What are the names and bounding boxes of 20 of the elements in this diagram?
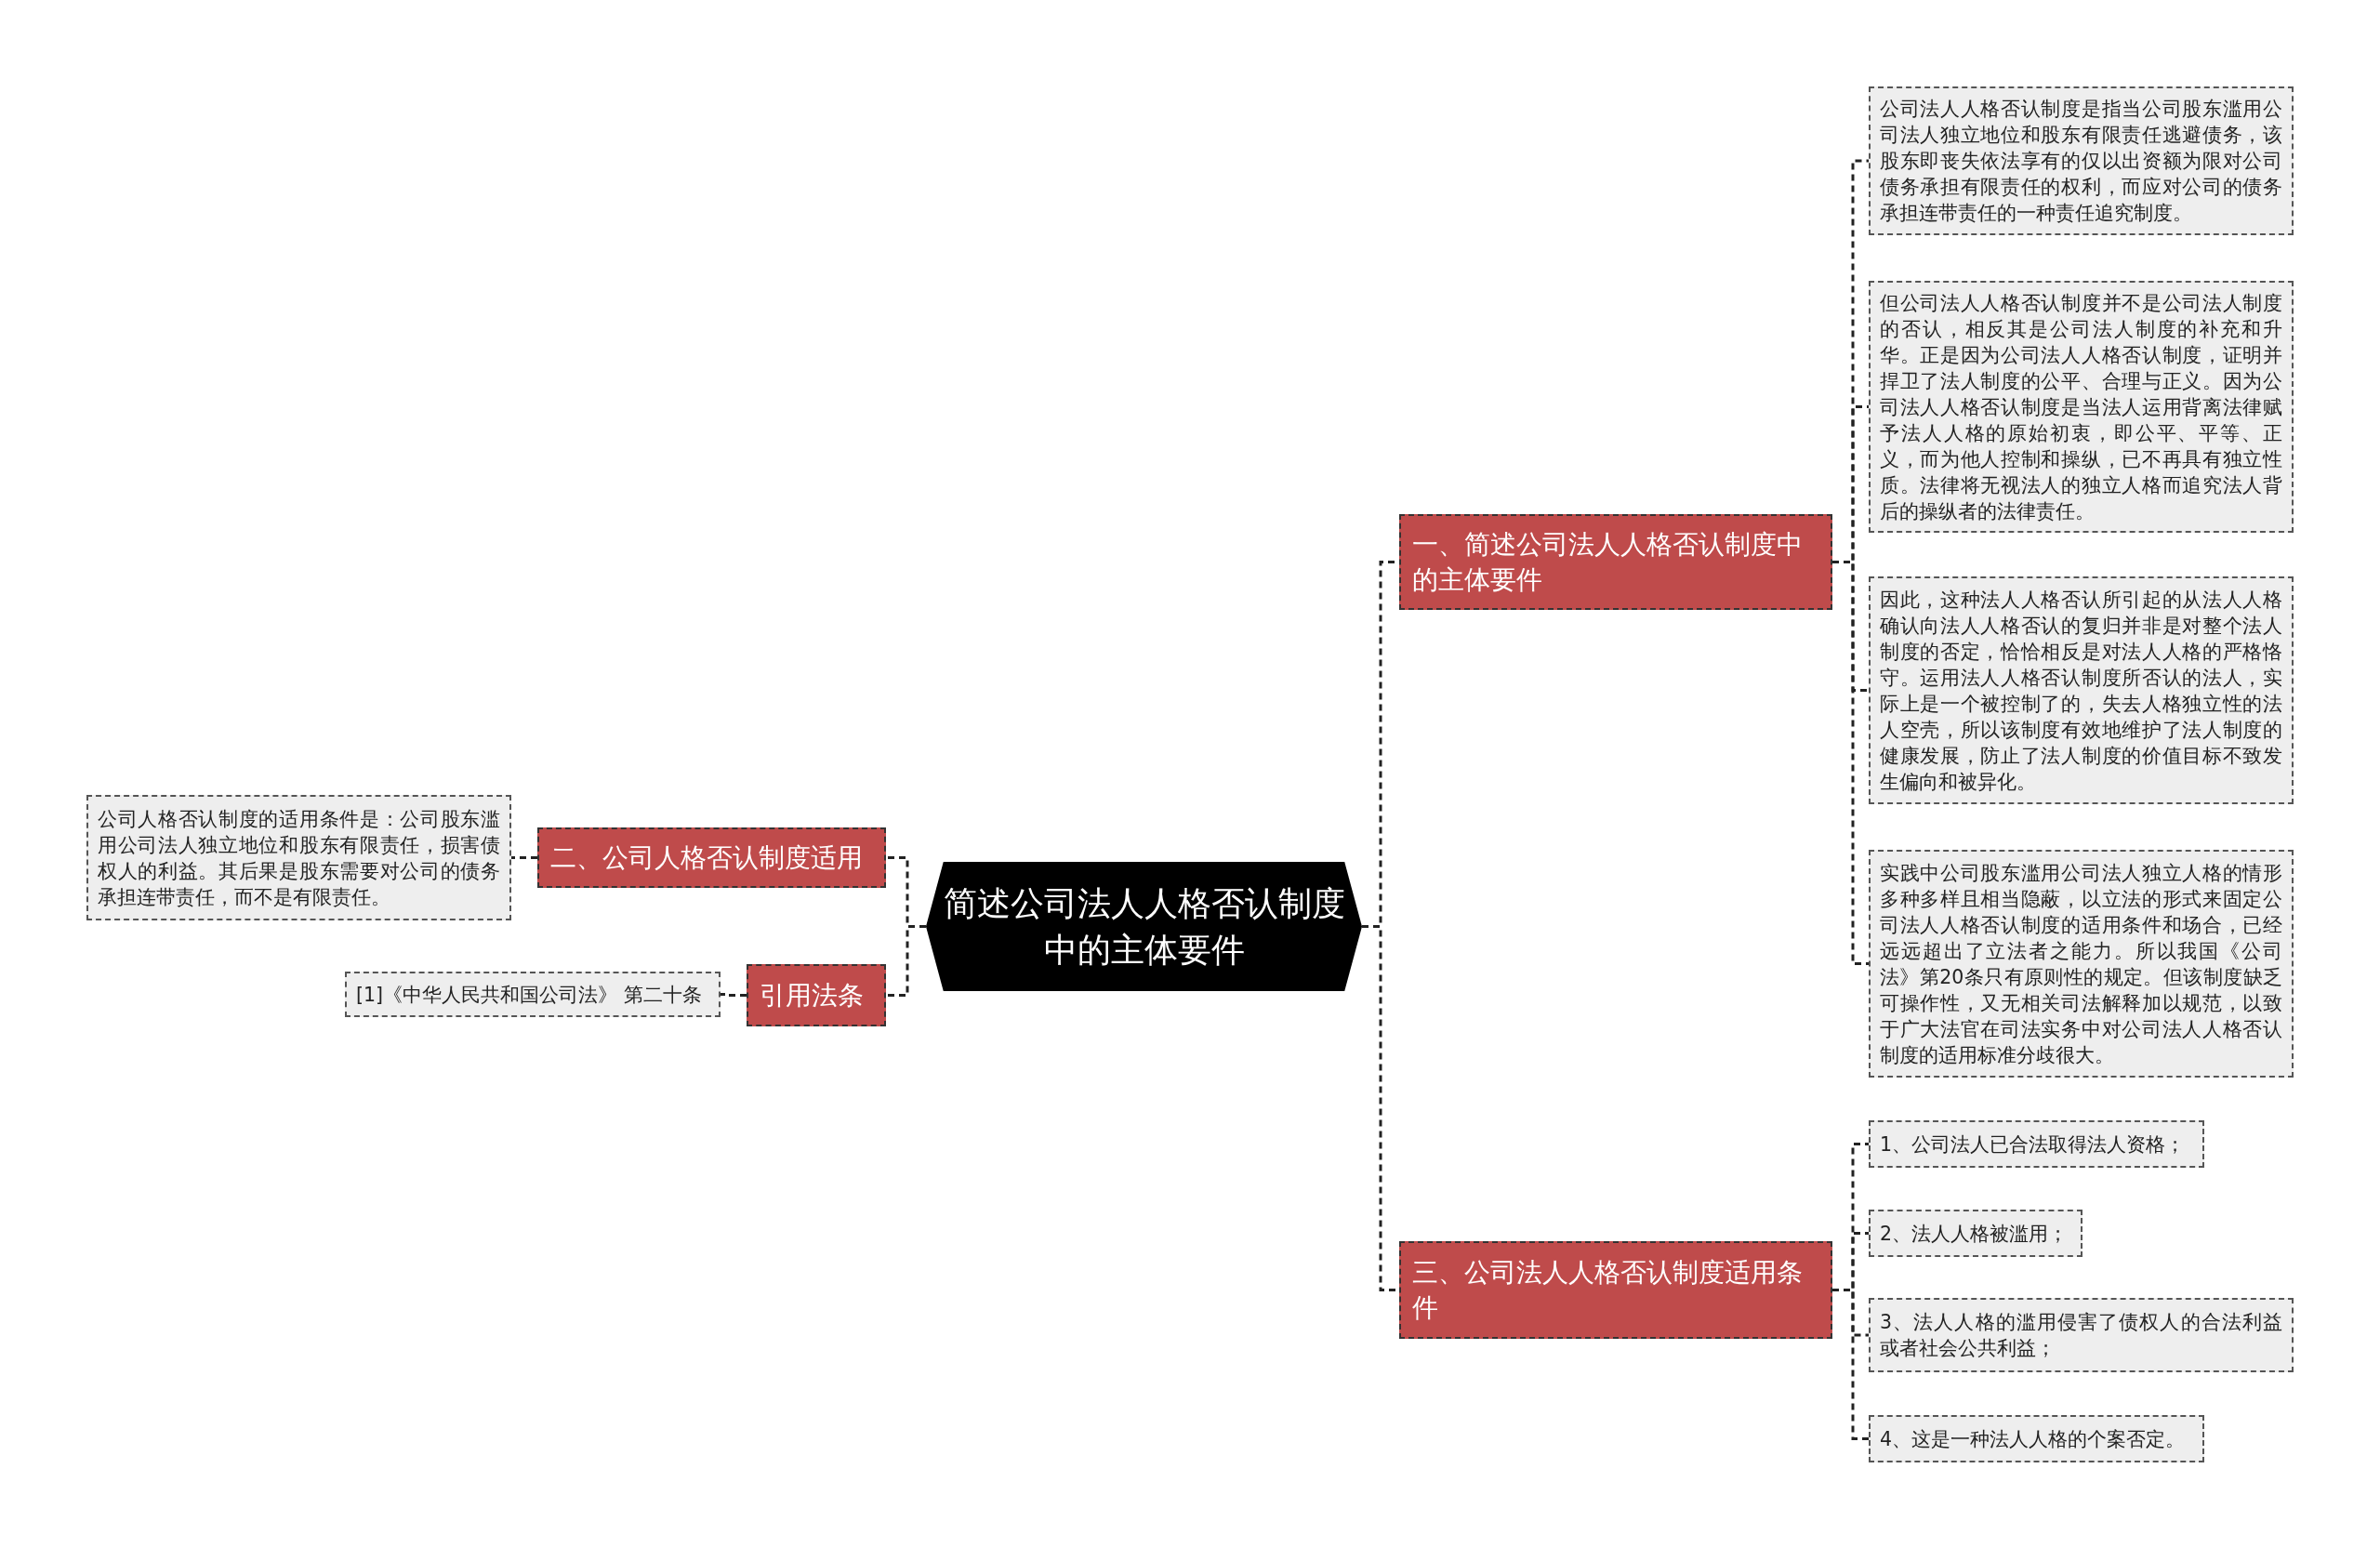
branch-box: 二、公司人格否认制度适用 — [537, 827, 886, 888]
branch-box: 引用法条 — [747, 964, 886, 1026]
note-box: 3、法人人格的滥用侵害了债权人的合法利益或者社会公共利益； — [1869, 1298, 2294, 1372]
branch-box: 一、简述公司法人人格否认制度中的主体要件 — [1399, 514, 1832, 610]
note-box: 公司人格否认制度的适用条件是：公司股东滥用公司法人独立地位和股东有限责任，损害债权人的利益。其后果是股东需要对公司的债务承担连带责任，而不是有限责任。 — [86, 795, 511, 920]
note-box: 1、公司法人已合法取得法人资格； — [1869, 1120, 2204, 1168]
note-box: [1]《中华人民共和国公司法》 第二十条 — [345, 972, 721, 1017]
connector — [511, 856, 537, 859]
note-box: 但公司法人人格否认制度并不是公司法人制度的否认，相反其是公司法人制度的补充和升华。正是因为公司法人人格否认制度，证明并捍卫了法人制度的公平、合理与正义。因为公司法人人格否认制度是当法人运用背离法律赋予法人人格的原始初衷，即公平、平等、正义，而为他人控制和操纵，已不再具有独立性质。法律将无视法人的独立人格而追究法人背后的操纵者的法律责任。 — [1869, 281, 2294, 533]
connector — [721, 993, 747, 997]
connector — [1832, 1289, 1869, 1440]
note-box: 2、法人人格被滥用； — [1869, 1210, 2082, 1257]
branch-box: 三、公司法人人格否认制度适用条件 — [1399, 1241, 1832, 1339]
note-box: 公司法人人格否认制度是指当公司股东滥用公司法人独立地位和股东有限责任逃避债务，该股东即丧失依法享有的仅以出资额为限对公司债务承担有限责任的权利，而应对公司的债务承担连带责任的一种责任追究制度。 — [1869, 86, 2294, 235]
note-box: 因此，这种法人人格否认所引起的从法人人格确认向法人人格否认的复归并非是对整个法人制度的否定，恰恰相反是对法人人格的严格恪守。运用法人人格否认制度所否认的法人，实际上是一个被控制了的，失去人格独立性的法人空壳，所以该制度有效地维护了法人制度的健康发展，防止了法人制度的价值目标不致发生偏向和被异化。 — [1869, 576, 2294, 804]
connector — [886, 925, 926, 997]
topic-hexagon: 简述公司法人人格否认制度中的主体要件 — [926, 862, 1362, 991]
note-box: 4、这是一种法人人格的个案否定。 — [1869, 1415, 2204, 1462]
note-box: 实践中公司股东滥用公司法人独立人格的情形多种多样且相当隐蔽，以立法的形式来固定公司法人人格否认制度的适用条件和场合，已经远远超出了立法者之能力。所以我国《公司法》第20条只有原则性的规定。但该制度缺乏可操作性，又无相关司法解释加以规范，以致于广大法官在司法实务中对公司法人人格否认制度的适用标准分歧很大。 — [1869, 850, 2294, 1078]
connector — [1832, 561, 1869, 965]
